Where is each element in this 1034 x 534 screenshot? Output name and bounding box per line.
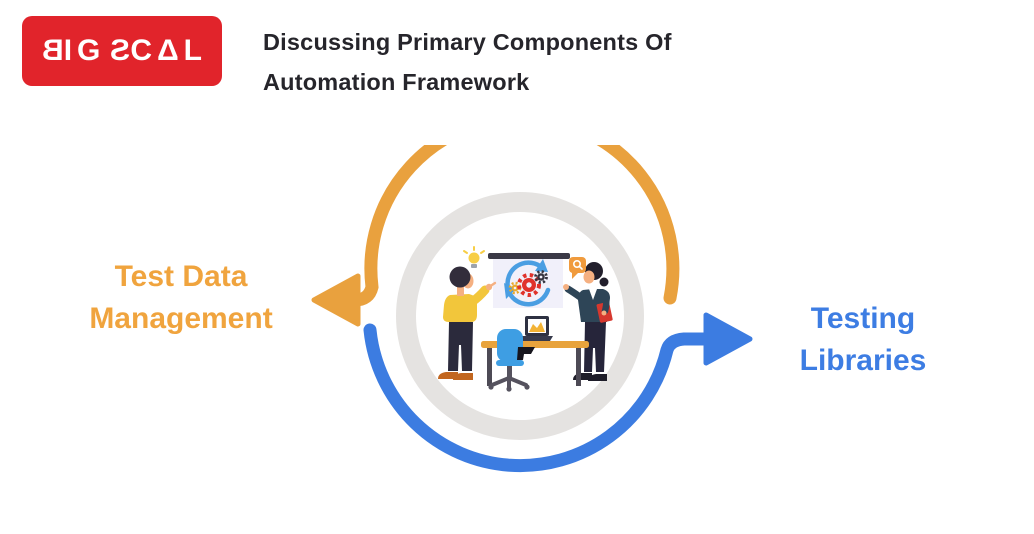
page-title-line2: Automation Framework (263, 69, 530, 95)
label-testing-libraries: Testing Libraries (740, 298, 986, 382)
man-presenter (438, 266, 497, 380)
label-testing-line1: Testing (810, 302, 916, 335)
cycle-diagram (311, 145, 753, 473)
page-title-line1: Discussing Primary Components Of (263, 29, 672, 55)
center-illustration (438, 246, 613, 392)
lightbulb-icon (463, 246, 485, 268)
page-title: Discussing Primary Components Of Automat… (263, 22, 672, 102)
woman-presenter (563, 262, 613, 381)
label-test-data-management: Test Data Management (58, 256, 304, 340)
office-chair (488, 329, 535, 392)
logo-text: BIGSCΔL (37, 34, 207, 67)
gears-cycle-icon (504, 259, 551, 307)
left-arrow-orange (311, 145, 680, 327)
search-bubble-icon (569, 257, 586, 279)
bigscal-logo: BIGSCΔL (22, 16, 222, 86)
right-arrowhead-icon (703, 312, 753, 366)
left-arrowhead-icon (311, 273, 361, 327)
label-testing-line2: Libraries (799, 344, 927, 377)
right-arrow-blue (363, 312, 753, 473)
label-test-data-line1: Test Data (114, 260, 248, 293)
label-test-data-line2: Management (89, 302, 273, 335)
gray-ring (396, 192, 644, 440)
desk (481, 316, 589, 386)
